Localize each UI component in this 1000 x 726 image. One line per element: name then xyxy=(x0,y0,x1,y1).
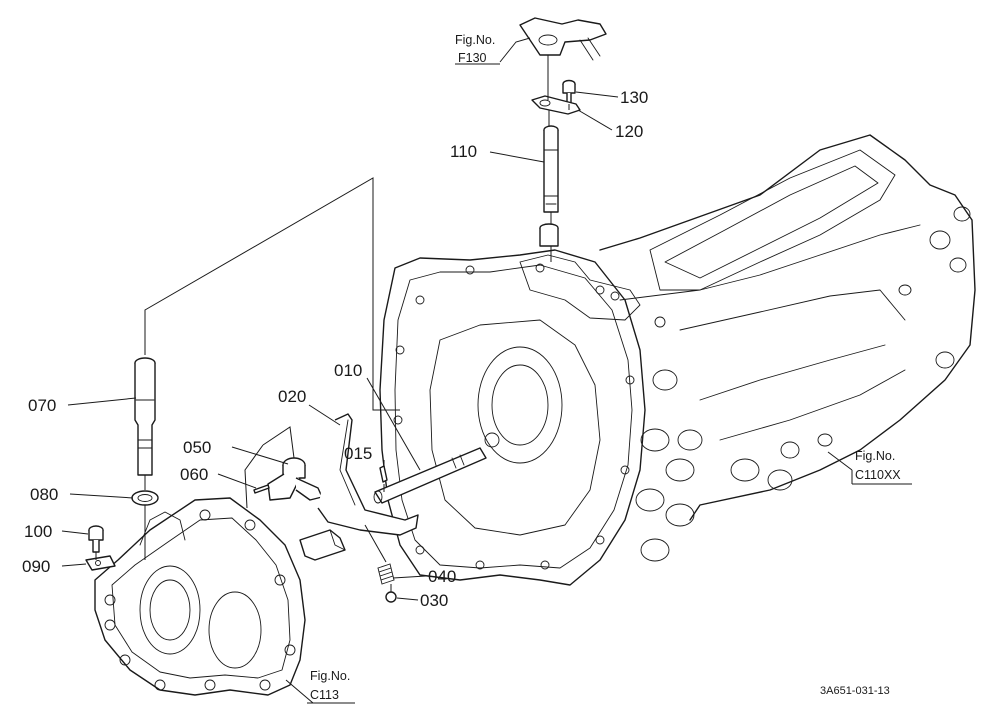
figure-ref-c110xx: Fig.No. C110XX xyxy=(851,449,912,485)
part-f130-arm xyxy=(519,17,607,61)
part-070-shaft xyxy=(134,357,156,476)
figure-ref-c110xx-code: C110XX xyxy=(855,468,901,482)
figure-ref-f130-code: F130 xyxy=(458,51,487,65)
transmission-case xyxy=(379,134,976,586)
label-090: 090 xyxy=(22,557,50,576)
label-130: 130 xyxy=(620,88,648,107)
figure-ref-f130: Fig.No. F130 xyxy=(455,33,500,65)
label-060: 060 xyxy=(180,465,208,484)
label-120: 120 xyxy=(615,122,643,141)
label-100: 100 xyxy=(24,522,52,541)
figure-ref-c113: Fig.No. C113 xyxy=(307,669,355,704)
part-100-bolt xyxy=(88,525,104,553)
label-110: 110 xyxy=(450,142,477,161)
figure-ref-c113-code: C113 xyxy=(310,688,339,702)
part-080-seal xyxy=(131,490,159,506)
part-030-ball xyxy=(385,591,397,603)
part-010-rod xyxy=(373,447,487,504)
label-015: 015 xyxy=(344,444,372,463)
part-090-plate xyxy=(85,555,116,571)
front-cover xyxy=(94,497,306,696)
part-130-bolt xyxy=(562,79,576,105)
assembly-guide-lines xyxy=(95,55,570,592)
figure-ref-f130-title: Fig.No. xyxy=(455,33,495,47)
part-015-pin xyxy=(379,465,388,483)
label-leaders xyxy=(61,37,853,704)
label-020: 020 xyxy=(278,387,306,406)
label-080: 080 xyxy=(30,485,58,504)
figure-ref-c110xx-title: Fig.No. xyxy=(855,449,895,463)
label-040: 040 xyxy=(428,567,456,586)
figure-ref-c113-title: Fig.No. xyxy=(310,669,350,683)
part-040-spring xyxy=(377,563,395,585)
label-010: 010 xyxy=(334,361,362,380)
part-050-lever xyxy=(267,457,323,501)
part-110-collar xyxy=(539,223,559,247)
label-050: 050 xyxy=(183,438,211,457)
label-070: 070 xyxy=(28,396,56,415)
part-060-pin xyxy=(253,484,270,494)
drawing-code: 3A651-031-13 xyxy=(820,685,890,697)
label-030: 030 xyxy=(420,591,448,610)
part-020-fork xyxy=(299,413,419,561)
part-110-shaft xyxy=(543,125,559,213)
part-120-plate xyxy=(531,95,581,115)
